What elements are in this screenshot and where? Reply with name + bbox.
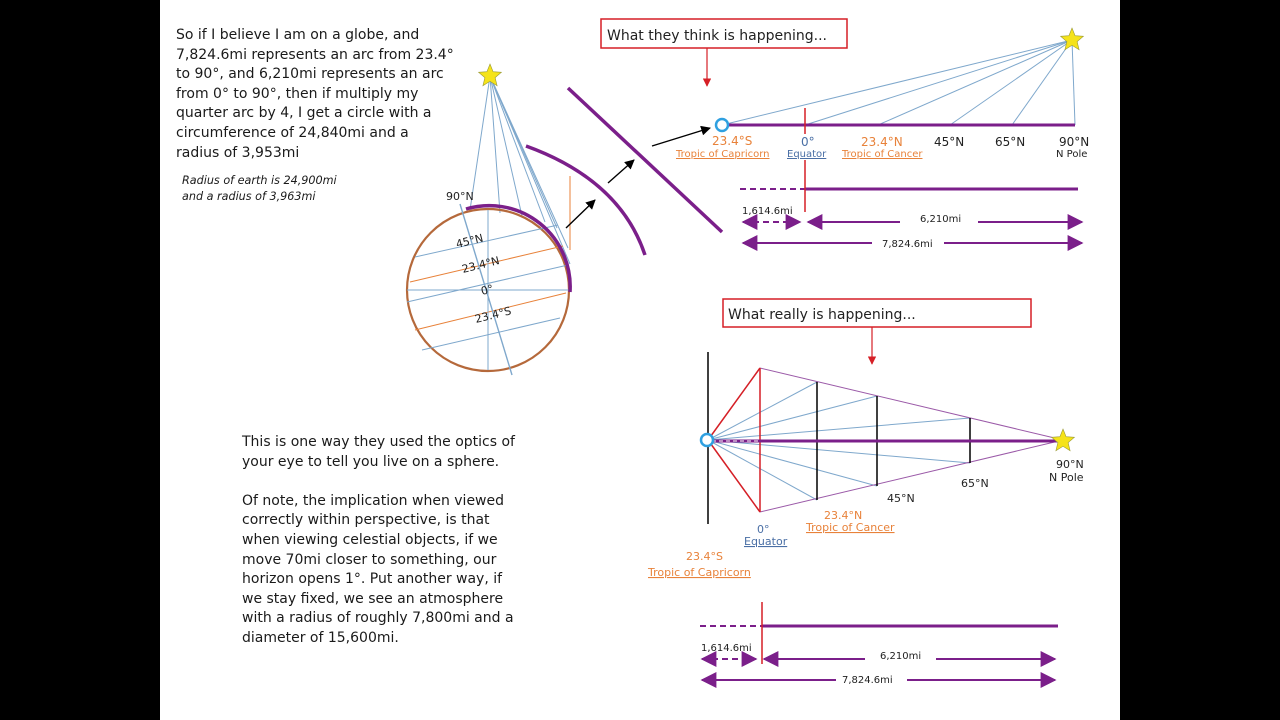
think-title: What they think is happening... (607, 28, 827, 44)
think-dist-long: 7,824.6mi (882, 239, 933, 250)
think-label-23n: 23.4°N (861, 135, 903, 149)
think-label-cancer: Tropic of Cancer (841, 149, 923, 160)
think-dist-mid: 6,210mi (920, 214, 961, 225)
magnified-arc-small (525, 144, 647, 256)
arrow-2 (607, 159, 635, 184)
real-label-23n: 23.4°N (824, 509, 862, 522)
real-red-edge-bottom (707, 439, 761, 513)
arrow-1 (565, 199, 596, 229)
real-label-90n: 90°N (1056, 458, 1084, 471)
think-label-65n: 65°N (995, 135, 1025, 149)
globe-visible-arc (465, 203, 572, 293)
real-title: What really is happening... (728, 307, 916, 323)
think-label-45n: 45°N (934, 135, 964, 149)
real-cone-top (759, 367, 1064, 441)
think-label-90n: 90°N (1059, 135, 1089, 149)
magnification-arcs (525, 86, 724, 256)
real-label-npole: N Pole (1049, 471, 1084, 484)
think-label-npole: N Pole (1056, 149, 1087, 160)
real-cone-bottom (759, 439, 1064, 513)
real-red-edge-top (707, 367, 761, 441)
real-label-cancer: Tropic of Cancer (805, 521, 895, 534)
real-label-capricorn: Tropic of Capricorn (647, 566, 751, 579)
real-label-45n: 45°N (887, 492, 915, 505)
real-observer-icon (699, 432, 715, 448)
think-observer-icon (714, 117, 730, 133)
globe-diagram: 90°N 45°N 23.4°N 0° 23.4°S (405, 63, 572, 376)
real-star-icon (1050, 428, 1076, 452)
real-dist-long: 7,824.6mi (842, 675, 893, 686)
think-label-23s: 23.4°S (712, 134, 752, 148)
globe-label-45n: 45°N (455, 232, 485, 251)
think-title-box (600, 18, 848, 49)
globe-star-icon (477, 63, 503, 87)
radius-note: Radius of earth is 24,900mi and a radius… (182, 174, 337, 203)
globe-label-23s: 23.4°S (474, 304, 513, 326)
think-dist-short: 1,614.6mi (742, 206, 793, 217)
think-diagram: What they think is happening... 23.4°S T… (600, 18, 1089, 251)
real-dist-short: 1,614.6mi (701, 643, 752, 654)
think-label-equator: Equator (787, 149, 827, 160)
think-label-capricorn: Tropic of Capricorn (675, 149, 770, 160)
arrow-3 (651, 125, 711, 147)
globe-axis (459, 203, 513, 376)
diagram-canvas: 90°N 45°N 23.4°N 0° 23.4°S What they thi… (405, 18, 1089, 688)
conclusion-text: This is one way they used the optics of … (242, 434, 515, 646)
flattened-arc-line (566, 86, 724, 234)
real-label-65n: 65°N (961, 477, 989, 490)
real-diagram: What really is happening... (647, 298, 1084, 688)
think-star-icon (1059, 27, 1085, 51)
intro-text: So if I believe I am on a globe, and 7,8… (176, 27, 454, 161)
slide: So if I believe I am on a globe, and 7,8… (160, 0, 1120, 720)
real-dist-mid: 6,210mi (880, 651, 921, 662)
real-label-23s: 23.4°S (686, 550, 723, 563)
real-title-box (722, 298, 1032, 328)
real-label-equator: Equator (744, 535, 788, 548)
think-label-0: 0° (801, 135, 815, 149)
globe-label-0: 0° (480, 282, 495, 298)
think-sight-rays (721, 39, 1076, 126)
globe-sight-rays (469, 75, 571, 265)
real-label-0: 0° (757, 523, 770, 536)
globe-label-90n: 90°N (446, 190, 474, 203)
